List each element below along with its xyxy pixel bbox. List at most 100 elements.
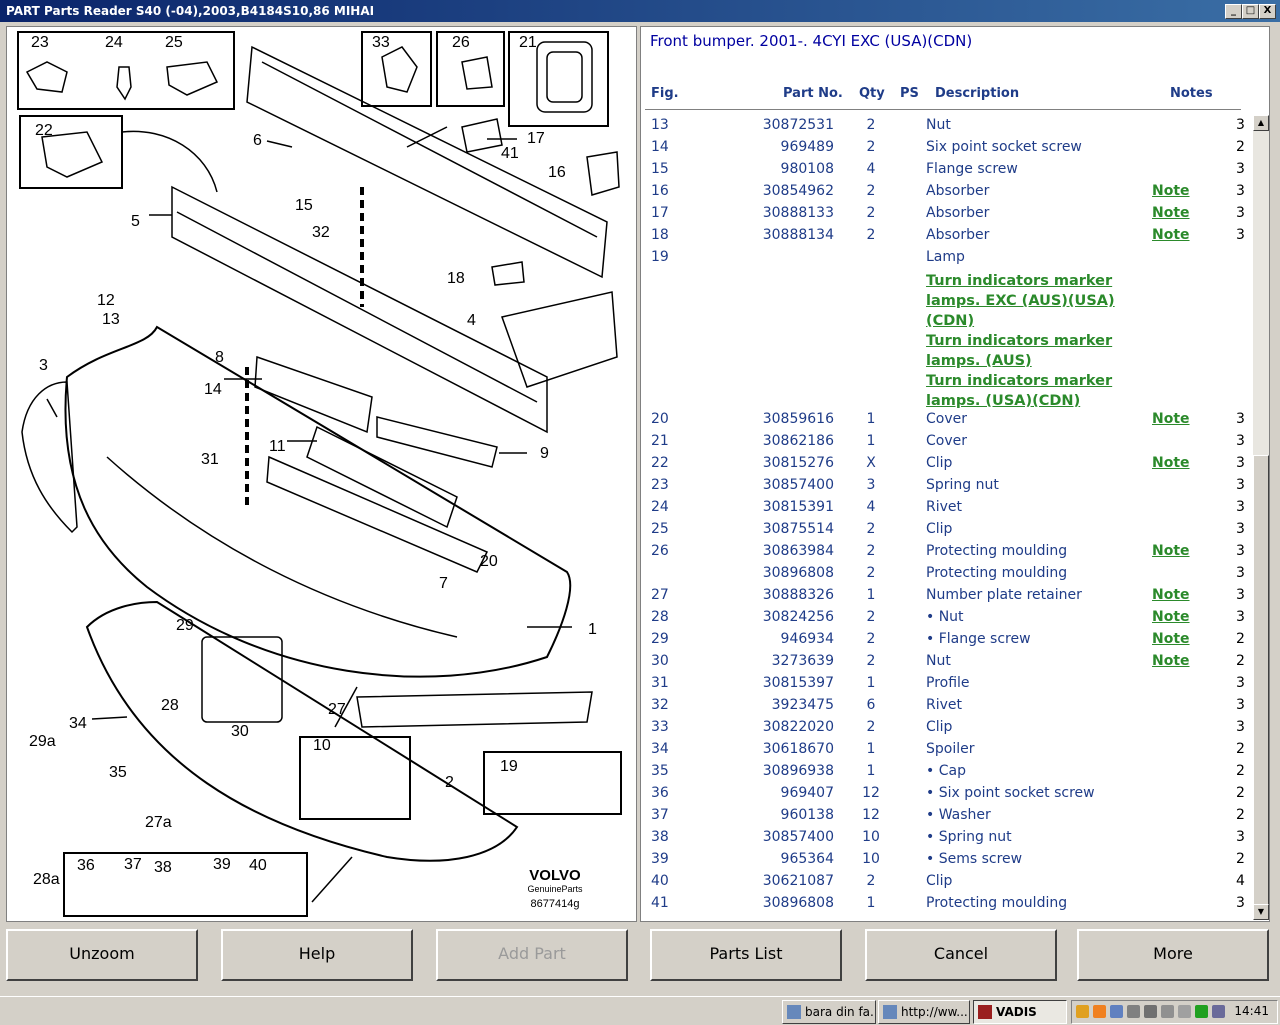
callout-label[interactable]: 34 <box>69 715 87 732</box>
task-bara[interactable]: bara din fa... <box>782 1000 876 1024</box>
callout-label[interactable]: 32 <box>312 224 330 241</box>
callout-label[interactable]: 4 <box>467 312 476 329</box>
callout-label[interactable]: 40 <box>249 857 267 874</box>
callout-label[interactable]: 16 <box>548 164 566 181</box>
lamp-link-aus[interactable]: Turn indicators marker lamps. (AUS) <box>926 333 1113 369</box>
task-browser[interactable]: http://ww... <box>878 1000 970 1024</box>
scroll-thumb[interactable] <box>1253 455 1269 907</box>
callout-label[interactable]: 28a <box>33 871 60 888</box>
tray-icon[interactable] <box>1110 1005 1123 1018</box>
callout-label[interactable]: 27a <box>145 814 172 831</box>
callout-label[interactable]: 39 <box>213 856 231 873</box>
note-link[interactable]: Note <box>1152 411 1190 427</box>
callout-label[interactable]: 6 <box>253 132 262 149</box>
tray-icon[interactable] <box>1212 1005 1225 1018</box>
scroll-down-button[interactable]: ▼ <box>1253 904 1269 920</box>
callout-label[interactable]: 26 <box>452 34 470 51</box>
note-link[interactable]: Note <box>1152 653 1190 669</box>
note-link[interactable]: Note <box>1152 587 1190 603</box>
add-part-button[interactable]: Add Part <box>436 929 628 981</box>
callout-label[interactable]: 9 <box>540 445 549 462</box>
tray-icon[interactable] <box>1144 1005 1157 1018</box>
note-link[interactable]: Note <box>1152 183 1190 199</box>
tray-icon[interactable] <box>1093 1005 1106 1018</box>
callout-label[interactable]: 27 <box>328 701 346 718</box>
tray-icon[interactable] <box>1161 1005 1174 1018</box>
callout-label[interactable]: 10 <box>313 737 331 754</box>
note-link[interactable]: Note <box>1152 227 1190 243</box>
callout-label[interactable]: 38 <box>154 859 172 876</box>
callout-label[interactable]: 3 <box>39 357 48 374</box>
callout-label[interactable]: 24 <box>105 34 123 51</box>
cancel-button[interactable]: Cancel <box>865 929 1057 981</box>
lamp-link-exc[interactable]: Turn indicators marker lamps. EXC (AUS)(… <box>926 273 1115 329</box>
callout-label[interactable]: 36 <box>77 857 95 874</box>
callout-label[interactable]: 13 <box>102 311 120 328</box>
lamp-link-usa-cdn[interactable]: Turn indicators marker lamps. (USA)(CDN) <box>926 373 1113 409</box>
callout-label[interactable]: 35 <box>109 764 127 781</box>
callout-label[interactable]: 29 <box>176 617 194 634</box>
note-link[interactable]: Note <box>1152 543 1190 559</box>
callout-label[interactable]: 11 <box>269 438 286 455</box>
callout-label[interactable]: 14 <box>204 381 222 398</box>
callout-label[interactable]: 18 <box>447 270 465 287</box>
callout-label[interactable]: 22 <box>35 122 53 139</box>
tray-icon[interactable] <box>1195 1005 1208 1018</box>
maximize-button[interactable]: □ <box>1242 4 1259 19</box>
note-link[interactable]: Note <box>1152 631 1190 647</box>
callout-label[interactable]: 41 <box>501 145 519 162</box>
note-link[interactable]: Note <box>1152 455 1190 471</box>
callout-label[interactable]: 2 <box>445 774 454 791</box>
callout-label[interactable]: 12 <box>97 292 115 309</box>
tray-icon[interactable] <box>1178 1005 1191 1018</box>
parts-list-button[interactable]: Parts List <box>650 929 842 981</box>
callout-label[interactable]: 33 <box>372 34 390 51</box>
callout-label[interactable]: 31 <box>201 451 219 468</box>
callout-label[interactable]: 29a <box>29 733 56 750</box>
callout-label[interactable]: 25 <box>165 34 183 51</box>
more-button[interactable]: More <box>1077 929 1269 981</box>
tray-icon[interactable] <box>1127 1005 1140 1018</box>
vertical-scrollbar[interactable]: ▲ ▼ <box>1253 115 1269 920</box>
note-link[interactable]: Note <box>1152 205 1190 221</box>
callout-label[interactable]: 30 <box>231 723 249 740</box>
task-vadis[interactable]: VADIS <box>973 1000 1067 1024</box>
callout-label[interactable]: 19 <box>500 758 518 775</box>
callout-label[interactable]: 7 <box>439 575 448 592</box>
callout-label[interactable]: 5 <box>131 213 140 230</box>
callout-label[interactable]: 21 <box>519 34 537 51</box>
callout-label[interactable]: 8 <box>215 349 224 366</box>
close-button[interactable]: X <box>1259 4 1276 19</box>
callout-label[interactable]: 15 <box>295 197 313 214</box>
callout-label[interactable]: 17 <box>527 130 545 147</box>
callout-label[interactable]: 28 <box>161 697 179 714</box>
help-button[interactable]: Help <box>221 929 413 981</box>
note-link[interactable]: Note <box>1152 609 1190 625</box>
